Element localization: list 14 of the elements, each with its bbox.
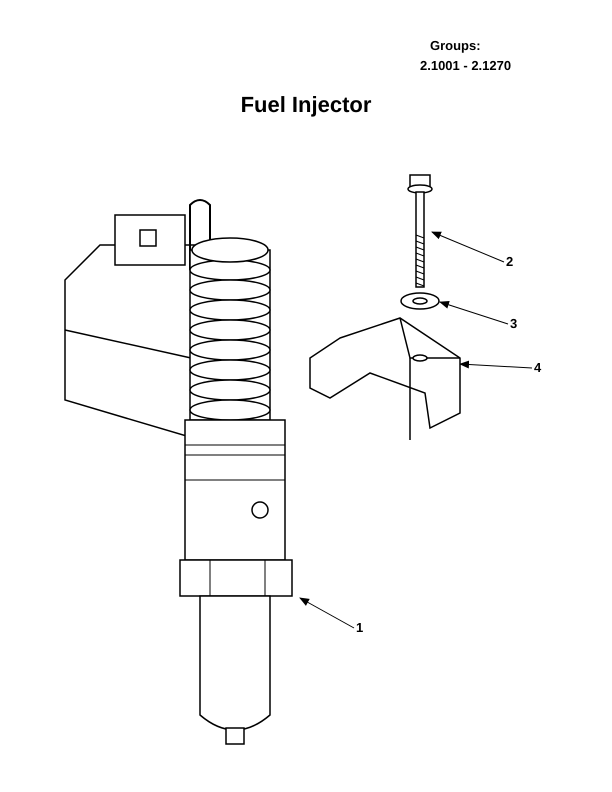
leader-line: [459, 360, 532, 368]
leader-line: [299, 598, 354, 628]
washer-drawing: [400, 292, 440, 310]
leader-line: [431, 232, 504, 262]
callout-number: 3: [510, 316, 520, 332]
group-number-text: 2.1001 - 2.1270: [420, 58, 512, 73]
callout-number: 4: [534, 360, 544, 376]
callout-number: 1: [356, 620, 366, 636]
title: Fuel Injector: [240, 92, 372, 118]
group-number-text: Groups:: [430, 38, 481, 53]
clamp-drawing: [310, 318, 460, 440]
callout-number: 2: [506, 254, 516, 270]
bolt-drawing: [408, 175, 432, 287]
leader-line: [439, 300, 508, 324]
